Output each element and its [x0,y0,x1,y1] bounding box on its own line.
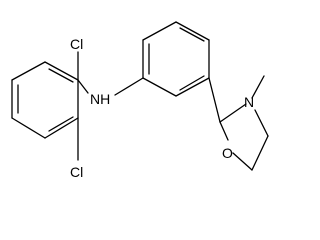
dichlorophenyl-ring [11,61,79,139]
nh-ring-bond [114,77,144,96]
n-methyl-bond [251,75,265,99]
cl-label-top: Cl [70,36,83,52]
oxazolidine-ring [208,77,269,171]
ring-nh-bond [77,79,89,94]
chemical-structure-diagram: Cl Cl NH O N [11,21,269,180]
cl-label-bottom: Cl [70,164,83,180]
phenyl-ring [142,21,210,97]
ring-nitrogen-label: N [244,94,254,110]
nh-label: NH [90,91,110,107]
oxygen-label: O [222,145,233,161]
